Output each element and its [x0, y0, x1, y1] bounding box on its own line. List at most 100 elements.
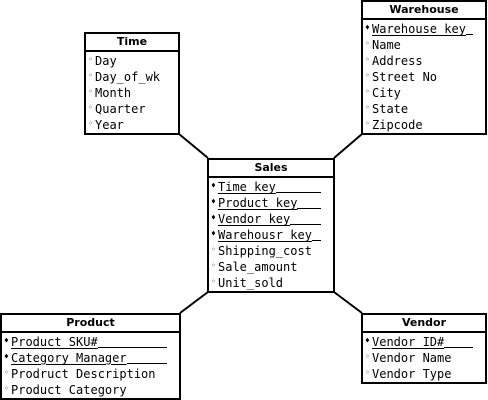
- attribute-marker-icon: ◦: [365, 352, 370, 361]
- attribute-name: Warehouse_key: [372, 22, 466, 36]
- entity-warehouse[interactable]: Warehouse ♦Warehouse_key◦Name◦Address◦St…: [361, 0, 487, 135]
- attribute-name: Product_key: [218, 196, 298, 210]
- attribute-row: ◦Prodruct Description: [4, 366, 179, 382]
- attribute-row: ◦Sale_amount: [211, 259, 333, 275]
- entity-product[interactable]: Product ♦Product SKU#♦Category Manager◦P…: [0, 313, 181, 400]
- attribute-row: ♦Category Manager: [4, 350, 179, 366]
- attribute-marker-icon: ◦: [365, 368, 370, 377]
- key-marker-icon: ♦: [211, 181, 216, 190]
- attribute-marker-icon: ◦: [88, 103, 93, 112]
- attribute-name: Address: [372, 54, 423, 68]
- attribute-name: Quarter: [95, 102, 146, 116]
- attribute-name: Month: [95, 86, 132, 100]
- key-underline: [444, 334, 474, 348]
- key-underline: [97, 334, 167, 348]
- attribute-row: ◦Unit_sold: [211, 275, 333, 291]
- attribute-marker-icon: ◦: [211, 261, 216, 270]
- key-marker-icon: ♦: [211, 197, 216, 206]
- attribute-name: Unit_sold: [218, 276, 284, 290]
- attribute-row: ♦Time_key: [211, 179, 333, 195]
- attribute-name: State: [372, 102, 409, 116]
- attribute-marker-icon: ◦: [4, 384, 9, 393]
- attribute-row: ◦Day: [88, 53, 178, 69]
- attribute-marker-icon: ◦: [365, 55, 370, 64]
- attribute-row: ◦Zipcode: [365, 117, 485, 133]
- attribute-name: Year: [95, 118, 124, 132]
- attribute-row: ◦State: [365, 101, 485, 117]
- attribute-row: ◦Name: [365, 37, 485, 53]
- attribute-name: Name: [372, 38, 401, 52]
- attribute-row: ◦Product Category: [4, 382, 179, 398]
- attribute-marker-icon: ◦: [88, 55, 93, 64]
- attribute-row: ◦Shipping_cost: [211, 243, 333, 259]
- attribute-marker-icon: ◦: [88, 71, 93, 80]
- entity-time[interactable]: Time ◦Day◦Day_of_wk◦Month◦Quarter◦Year: [84, 32, 180, 135]
- attribute-row: ♦Product_key: [211, 195, 333, 211]
- attribute-name: Category Manager: [11, 351, 127, 365]
- attribute-row: ♦Warehouse_key: [365, 21, 485, 37]
- attribute-name: Time_key: [218, 180, 276, 194]
- connector-vendor-sales: [333, 291, 363, 314]
- attribute-name: Shipping_cost: [218, 244, 312, 258]
- attribute-marker-icon: ◦: [365, 71, 370, 80]
- attribute-name: Day: [95, 54, 117, 68]
- attribute-row: ◦City: [365, 85, 485, 101]
- attribute-marker-icon: ◦: [365, 119, 370, 128]
- attribute-marker-icon: ◦: [4, 368, 9, 377]
- entity-title: Vendor: [363, 315, 485, 333]
- attribute-row: ◦Vendor Name: [365, 350, 485, 366]
- attribute-name: Prodruct Description: [11, 367, 156, 381]
- attribute-marker-icon: ◦: [211, 245, 216, 254]
- attribute-row: ♦Vendor ID#: [365, 334, 485, 350]
- entity-sales[interactable]: Sales ♦Time_key♦Product_key♦Vendor_key♦W…: [207, 158, 335, 293]
- attribute-marker-icon: ◦: [365, 87, 370, 96]
- attribute-marker-icon: ◦: [211, 277, 216, 286]
- entity-title: Warehouse: [363, 2, 485, 20]
- key-marker-icon: ♦: [211, 229, 216, 238]
- key-underline: [465, 21, 473, 35]
- connector-time-sales: [178, 133, 209, 159]
- key-marker-icon: ♦: [365, 23, 370, 32]
- attribute-row: ◦Street No: [365, 69, 485, 85]
- key-underline: [297, 195, 322, 209]
- attribute-name: Vendor Type: [372, 367, 452, 381]
- attribute-name: Zipcode: [372, 118, 423, 132]
- attribute-marker-icon: ◦: [88, 119, 93, 128]
- attribute-name: Day_of_wk: [95, 70, 161, 84]
- attribute-row: ◦Day_of_wk: [88, 69, 178, 85]
- key-marker-icon: ♦: [211, 213, 216, 222]
- attribute-row: ◦Address: [365, 53, 485, 69]
- attribute-marker-icon: ◦: [365, 103, 370, 112]
- attribute-row: ♦Product SKU#: [4, 334, 179, 350]
- attribute-row: ♦Warehousr_key: [211, 227, 333, 243]
- key-marker-icon: ♦: [4, 336, 9, 345]
- attribute-list: ♦Warehouse_key◦Name◦Address◦Street No◦Ci…: [363, 20, 485, 133]
- attribute-name: Sale_amount: [218, 260, 298, 274]
- attribute-row: ◦Year: [88, 117, 178, 133]
- attribute-list: ♦Time_key♦Product_key♦Vendor_key♦Warehou…: [209, 178, 333, 291]
- attribute-name: Product SKU#: [11, 335, 98, 349]
- attribute-list: ♦Product SKU#♦Category Manager◦Prodruct …: [2, 333, 179, 398]
- connector-warehouse-sales: [333, 133, 363, 159]
- key-marker-icon: ♦: [365, 336, 370, 345]
- attribute-row: ◦Month: [88, 85, 178, 101]
- attribute-marker-icon: ◦: [88, 87, 93, 96]
- key-marker-icon: ♦: [4, 352, 9, 361]
- entity-title: Sales: [209, 160, 333, 178]
- entity-vendor[interactable]: Vendor ♦Vendor ID#◦Vendor Name◦Vendor Ty…: [361, 313, 487, 384]
- key-underline: [290, 211, 322, 225]
- attribute-list: ♦Vendor ID#◦Vendor Name◦Vendor Type: [363, 333, 485, 382]
- attribute-name: Vendor Name: [372, 351, 452, 365]
- attribute-marker-icon: ◦: [365, 39, 370, 48]
- attribute-row: ◦Quarter: [88, 101, 178, 117]
- key-underline: [275, 179, 321, 193]
- attribute-row: ◦Vendor Type: [365, 366, 485, 382]
- attribute-name: Vendor_key: [218, 212, 291, 226]
- connector-product-sales: [179, 291, 209, 314]
- attribute-row: ♦Vendor_key: [211, 211, 333, 227]
- attribute-name: Warehousr_key: [218, 228, 312, 242]
- attribute-name: Product Category: [11, 383, 127, 397]
- key-underline: [126, 350, 167, 364]
- attribute-list: ◦Day◦Day_of_wk◦Month◦Quarter◦Year: [86, 52, 178, 133]
